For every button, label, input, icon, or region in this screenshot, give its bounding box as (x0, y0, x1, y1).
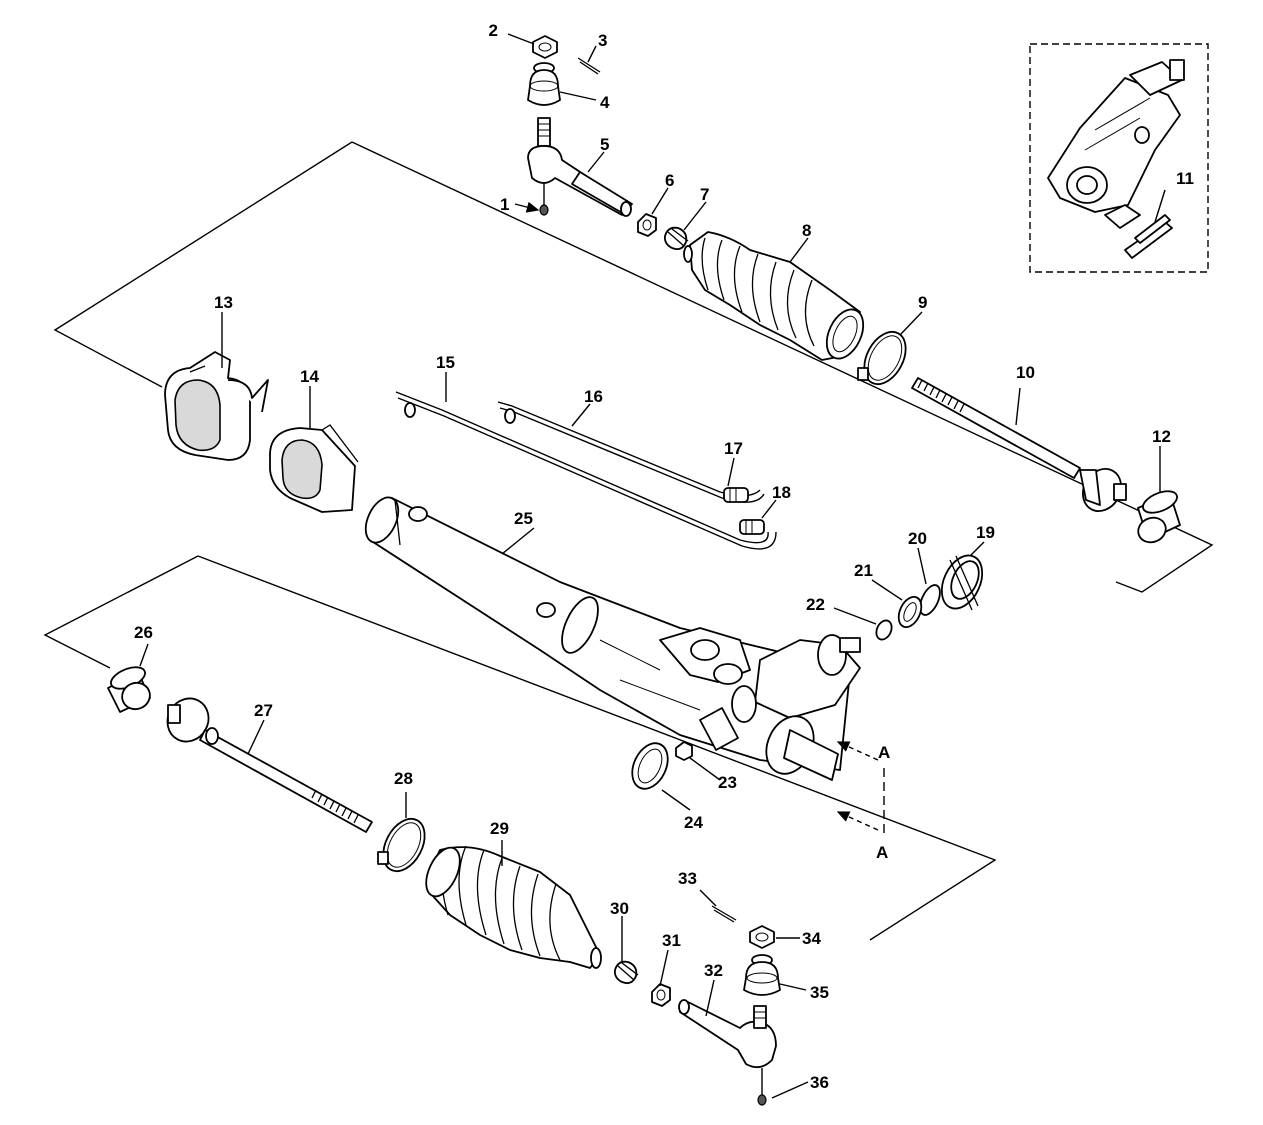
nut-2 (532, 35, 558, 59)
upper-frame-left (53, 141, 353, 388)
lower-frame (197, 555, 997, 941)
callout-labels: 2 3 4 5 1 6 7 8 9 10 11 12 13 14 15 16 1… (134, 21, 1194, 1092)
callout-1: 1 (500, 195, 509, 214)
inner-tie-rod-10 (911, 377, 1127, 512)
upper-frame (351, 141, 1214, 593)
callout-27: 27 (254, 701, 273, 720)
boot-35 (743, 954, 781, 996)
lower-frame-left (43, 555, 199, 669)
inset-valve-housing (1047, 59, 1185, 229)
bushing-12 (1137, 490, 1181, 544)
retaining-ring-20 (919, 584, 941, 616)
fitting-18 (739, 519, 765, 535)
boot-29 (425, 845, 602, 969)
tie-rod-end-5 (527, 117, 633, 217)
callout-2: 2 (489, 21, 498, 40)
clamp-30 (613, 960, 639, 985)
clamp-7 (663, 226, 689, 251)
callout-5: 5 (600, 135, 609, 154)
inset-detail-box (1029, 43, 1209, 273)
callout-19: 19 (976, 523, 995, 542)
cotter-pin-33 (711, 905, 737, 921)
boot-4 (527, 62, 561, 106)
callout-23: 23 (718, 773, 737, 792)
mounting-clamp-13 (164, 351, 269, 461)
callout-26: 26 (134, 623, 153, 642)
callout-4: 4 (600, 93, 610, 112)
grease-fitting-36 (757, 1068, 767, 1106)
cotter-pin-3 (577, 57, 601, 73)
bushing-26 (107, 666, 151, 713)
callout-35: 35 (810, 983, 829, 1002)
callout-3: 3 (598, 31, 607, 50)
inner-tie-rod-27 (166, 697, 373, 833)
callout-28: 28 (394, 769, 413, 788)
callout-18: 18 (772, 483, 791, 502)
callout-34: 34 (802, 929, 821, 948)
rack-housing-25 (364, 496, 861, 781)
callout-24: 24 (684, 813, 703, 832)
callout-29: 29 (490, 819, 509, 838)
callout-36: 36 (810, 1073, 829, 1092)
callout-31: 31 (662, 931, 681, 950)
fitting-17 (723, 487, 749, 503)
callout-21: 21 (854, 561, 873, 580)
callout-25: 25 (514, 509, 533, 528)
leader-lines (139, 33, 1161, 1099)
clamp-9 (857, 330, 907, 386)
view-label-a-bottom: A (876, 843, 888, 862)
bearing-21 (897, 595, 923, 629)
callout-13: 13 (214, 293, 233, 312)
callout-33: 33 (678, 869, 697, 888)
callout-14: 14 (300, 367, 319, 386)
callout-11: 11 (1176, 169, 1194, 188)
callout-8: 8 (802, 221, 811, 240)
callout-9: 9 (918, 293, 927, 312)
callout-30: 30 (610, 899, 629, 918)
callout-6: 6 (665, 171, 674, 190)
adjuster-plug-19 (940, 554, 984, 611)
tie-rod-end-32 (678, 999, 777, 1069)
callout-22: 22 (806, 595, 825, 614)
callout-32: 32 (704, 961, 723, 980)
boot-24 (631, 742, 669, 790)
callout-15: 15 (436, 353, 455, 372)
nut-34 (749, 925, 775, 949)
jam-nut-31 (651, 983, 671, 1007)
callout-12: 12 (1152, 427, 1171, 446)
jam-nut-6 (637, 213, 657, 237)
pressure-line-15 (395, 391, 777, 550)
grommet-14 (269, 424, 359, 513)
clamp-28 (377, 817, 426, 873)
grease-fitting-1 (539, 182, 549, 216)
callout-17: 17 (724, 439, 743, 458)
inset-clip (1124, 189, 1173, 259)
callout-10: 10 (1016, 363, 1035, 382)
view-label-a-top: A (878, 743, 890, 762)
boot-8 (683, 231, 865, 361)
seal-22 (875, 619, 893, 641)
callout-7: 7 (700, 185, 709, 204)
callout-16: 16 (584, 387, 603, 406)
nut-23 (675, 741, 693, 761)
callout-20: 20 (908, 529, 927, 548)
